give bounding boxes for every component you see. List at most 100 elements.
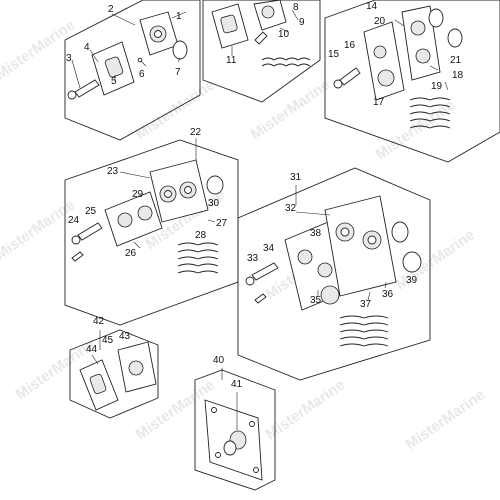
callout-28: 28 [195, 230, 207, 241]
switch-knob [428, 8, 444, 28]
mount-hole [253, 467, 259, 473]
callout-20: 20 [374, 16, 386, 27]
callout-5: 5 [111, 76, 117, 87]
key-ring [67, 90, 77, 100]
callout-15: 15 [328, 49, 340, 60]
lanyard-coil [177, 242, 219, 274]
callout-43: 43 [119, 331, 131, 342]
lanyard-coil [409, 97, 451, 129]
callout-10: 10 [278, 29, 290, 40]
key-ring [245, 276, 255, 286]
callout-37: 37 [360, 299, 372, 310]
assembly-group-6 [69, 329, 159, 419]
assembly-group-4 [64, 138, 239, 326]
callout-3: 3 [66, 53, 72, 64]
callout-38: 38 [310, 228, 322, 239]
switch-base [223, 440, 237, 456]
lanyard-coil [339, 315, 389, 347]
group-5-outline [237, 167, 431, 381]
key [254, 293, 267, 304]
callout-30: 30 [208, 198, 220, 209]
key [71, 251, 84, 262]
plate-opening [137, 205, 153, 221]
callout-26: 26 [125, 248, 137, 259]
callout-33: 33 [247, 253, 259, 264]
callout-35: 35 [310, 295, 322, 306]
callout-6: 6 [139, 69, 145, 80]
callout-24: 24 [68, 215, 80, 226]
callout-32: 32 [285, 203, 297, 214]
callout-17: 17 [373, 97, 385, 108]
cap [206, 175, 224, 195]
key [77, 222, 103, 241]
callout-18: 18 [452, 70, 464, 81]
assembly-group-2 [202, 0, 321, 103]
plate-opening [117, 212, 133, 228]
callout-23: 23 [107, 166, 119, 177]
cap [402, 251, 422, 273]
callout-36: 36 [382, 289, 394, 300]
callout-45: 45 [102, 335, 114, 346]
watermark: MisterMarine [403, 386, 489, 453]
cap [447, 28, 463, 48]
watermark: MisterMarine [0, 196, 78, 263]
callout-labels: 2 1 3 4 5 6 7 8 9 10 11 14 20 15 16 17 2… [66, 1, 464, 390]
callout-9: 9 [299, 17, 305, 28]
ignition-barrel [410, 20, 426, 36]
switch-plate [363, 21, 405, 101]
group-6-outline [69, 329, 159, 419]
callout-2: 2 [108, 4, 114, 15]
callout-25: 25 [85, 206, 97, 217]
callout-31: 31 [290, 172, 302, 183]
plate-opening [220, 14, 238, 34]
cap [172, 40, 188, 60]
assembly-group-5 [237, 167, 431, 381]
switch-face [128, 360, 144, 376]
switch-body [149, 159, 209, 223]
callout-7: 7 [175, 67, 181, 78]
callout-22: 22 [190, 127, 202, 138]
callout-27: 27 [216, 218, 228, 229]
callout-1: 1 [176, 11, 182, 22]
group-2-outline [202, 0, 321, 103]
callout-44: 44 [86, 344, 98, 355]
watermark: MisterMarine [0, 16, 78, 83]
key [254, 31, 268, 45]
group-3-outline [324, 0, 500, 163]
mount-hole [211, 407, 217, 413]
assembly-group-7 [194, 368, 276, 491]
callout-4: 4 [84, 42, 90, 53]
ignition-barrel [261, 5, 275, 19]
callout-41: 41 [231, 379, 243, 390]
plate-opening [104, 56, 124, 78]
stop-switch [415, 48, 431, 64]
assembly-group-3 [324, 0, 500, 163]
plate-opening [297, 249, 313, 265]
plate-opening [317, 262, 333, 278]
plate-opening [320, 285, 340, 305]
callout-40: 40 [213, 355, 225, 366]
plate-opening [373, 45, 387, 59]
switch-knob [391, 221, 409, 243]
callout-34: 34 [263, 243, 275, 254]
callout-39: 39 [406, 275, 418, 286]
key [74, 79, 100, 98]
key-ring [71, 235, 81, 245]
callout-42: 42 [93, 316, 105, 327]
mount-hole [215, 452, 221, 458]
watermark: MisterMarine [373, 96, 459, 163]
callout-19: 19 [431, 81, 443, 92]
group-1-outline [64, 0, 201, 141]
callout-8: 8 [293, 2, 299, 13]
watermark: MisterMarine [133, 76, 219, 143]
plate-opening [377, 69, 395, 87]
plate-opening [89, 373, 107, 395]
callout-11: 11 [226, 55, 237, 66]
assembly-group-1 [64, 0, 201, 141]
key [251, 262, 279, 281]
barrel-core [154, 30, 162, 38]
callout-21: 21 [450, 55, 462, 66]
callout-16: 16 [344, 40, 356, 51]
